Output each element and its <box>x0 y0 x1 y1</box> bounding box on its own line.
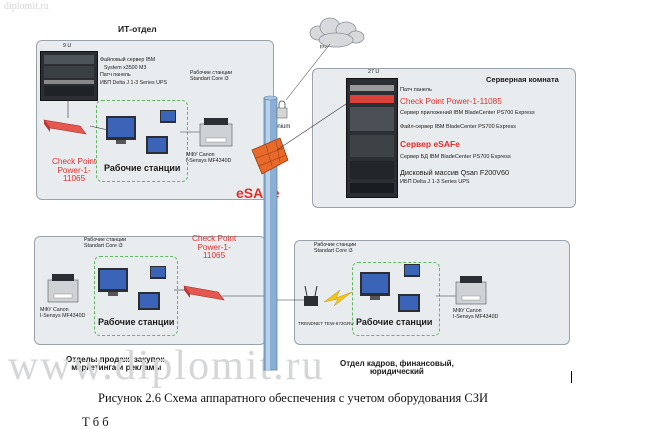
rack-9u-units: 9 U <box>63 43 72 49</box>
rack-label-ups: ИБП Delta J 1-3 Series UPS <box>100 80 168 86</box>
server-rack-item-2: Сервер приложений IBM BladeCenter PS700 … <box>400 110 535 116</box>
rack-label-patch-panel: Патч панель <box>100 72 131 78</box>
server-rack-item-7: ИБП Delta J 1-3 Series UPS <box>400 179 470 185</box>
hr-workstations-model: Рабочие станции Standart Core i3 <box>314 242 357 254</box>
hr-workstations-label: Рабочие станции <box>356 317 433 327</box>
it-workstations-label: Рабочие станции <box>104 163 181 173</box>
hr-printer-label: МФУ Canon I-Sensys MF4340D <box>453 308 499 320</box>
sales-workstations-model: Рабочие станции Standart Core i3 <box>84 237 127 249</box>
esafe-label: eSAFe <box>236 185 280 201</box>
it-workstation-group <box>96 100 188 182</box>
server-rack-item-3: Файл-сервер IBM BladeCenter PS700 Expres… <box>400 124 517 130</box>
idenium-label: IDenium <box>268 124 291 130</box>
server-rack-item-4: Сервер eSAFe <box>400 139 460 149</box>
rack-label-file-server: Файловый сервер IBM <box>100 57 156 63</box>
text-cursor <box>571 371 572 383</box>
it-printer-label: МФУ Canon I-Sensys MF4340D <box>186 152 232 164</box>
watermark-large: www.diplomit.ru <box>8 343 325 389</box>
watermark-url: diplomit.ru <box>4 1 49 12</box>
rack-9u <box>40 51 98 101</box>
server-rack-item-5: Сервер БД IBM BladeCenter PS700 Express <box>400 154 511 160</box>
cut-text-line: Т б б <box>82 415 109 429</box>
rack-27u <box>346 78 398 198</box>
sales-printer-label: МФУ Canon I-Sensys MF4340D <box>40 307 86 319</box>
sales-workstations-label: Рабочие станции <box>98 317 175 327</box>
it-department-title: ИТ-отдел <box>118 24 157 34</box>
rack-label-system: System x3500 M3 <box>104 65 147 71</box>
server-rack-item-1: Check Point Power-1-11085 <box>400 97 502 106</box>
sales-workstation-group <box>94 256 178 336</box>
server-rack-item-0: Патч панель <box>400 87 432 93</box>
hr-dept-title: Отдел кадров, финансовый, юридический <box>340 359 454 377</box>
server-rack-item-6: Дисковый массив Qsan F200V60 <box>400 168 509 177</box>
rack-27u-units: 27 U <box>368 69 380 75</box>
it-workstations-model: Рабочие станции Standart Core i3 <box>190 70 233 82</box>
figure-caption: Рисунок 2.6 Схема аппаратного обеспечени… <box>98 391 489 405</box>
sales-checkpoint-label: Check Point Power-1- 11065 <box>192 234 237 261</box>
sales-dept-title: Отделы продаж, закупок, маркетинга и рек… <box>66 355 167 373</box>
internet-label: Internet <box>319 41 339 51</box>
hr-workstation-group <box>352 262 440 336</box>
lock-icon <box>276 100 288 119</box>
server-room-title: Серверная комната <box>486 75 559 84</box>
router-label: TRENDNET TEW-673GRU <box>298 321 354 326</box>
it-checkpoint-label: Check Point Power-1- 11065 <box>52 157 97 184</box>
